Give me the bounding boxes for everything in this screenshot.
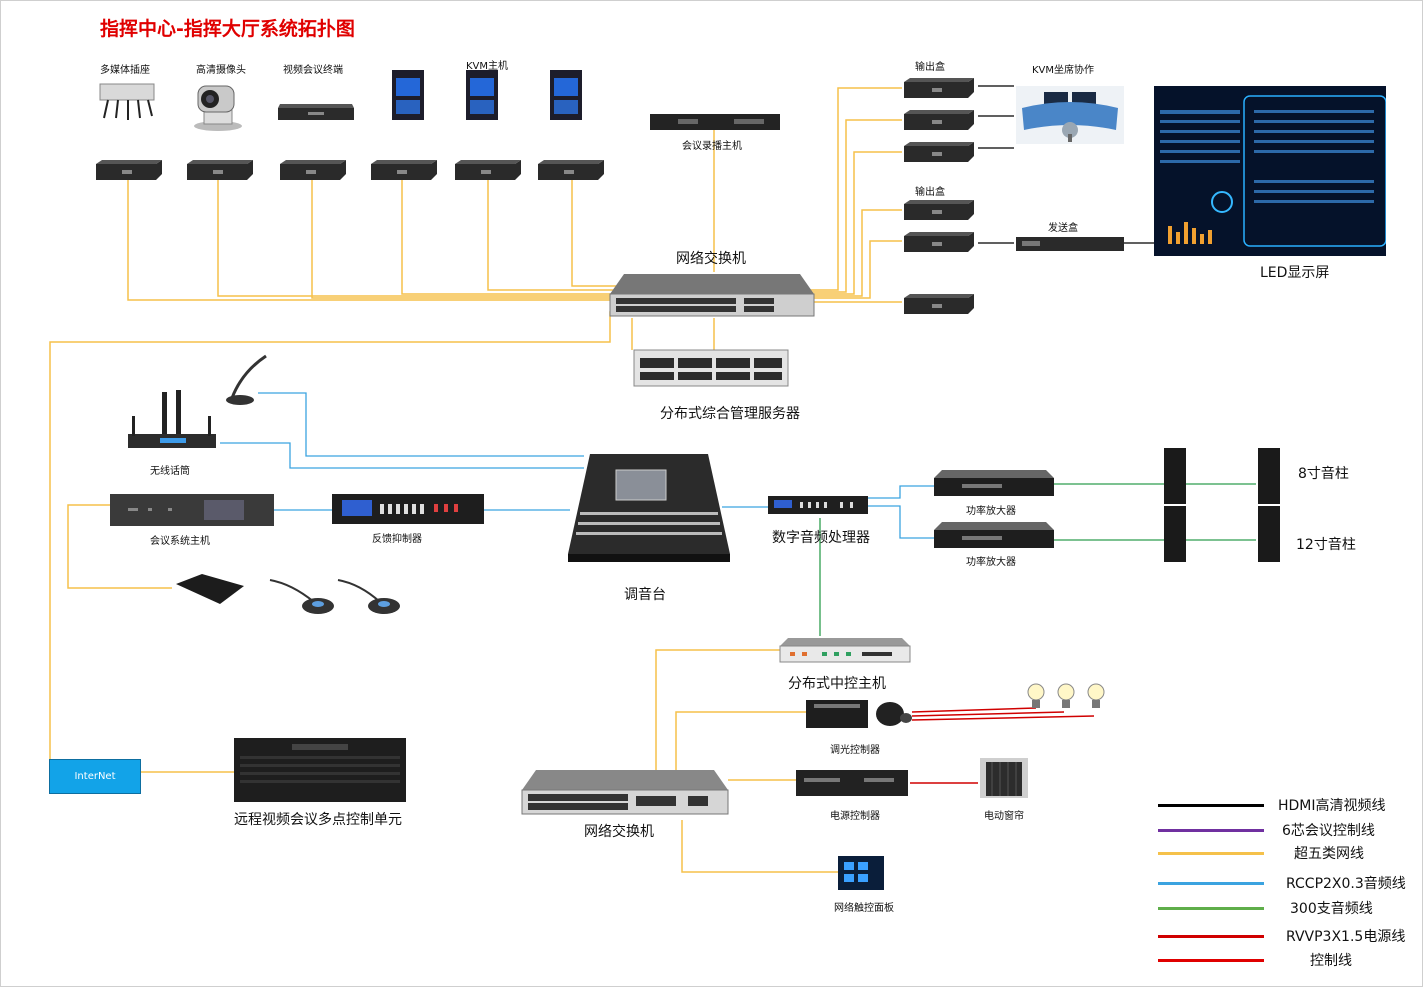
extender-box-6 [538,160,604,180]
electric-curtain-icon [980,758,1028,798]
output-box-2 [904,110,974,130]
wireless-mic-label: 无线话筒 [150,466,190,477]
column-12-label: 12寸音柱 [1296,537,1356,553]
sender-box-device [1016,237,1124,251]
kvm-host-label: KVM主机 [466,61,509,72]
speaker-cables [819,483,1256,636]
kvm-host-1-icon [392,70,424,120]
dimmer-device [806,700,912,728]
page-title: 指挥中心-指挥大厅系统拓扑图 [100,18,355,40]
power-cables [910,707,1095,784]
touch-panel-device [838,856,884,890]
mcu-device [234,738,406,802]
amp-label-1: 功率放大器 [966,506,1016,517]
net-switch-bottom-label: 网络交换机 [584,824,654,840]
extender-box-4 [371,160,437,180]
multimedia-socket-icon [99,83,155,120]
output-box-label-1: 输出盒 [915,62,945,73]
feedback-suppressor-device [332,494,484,524]
power-ctrl-label: 电源控制器 [830,811,880,822]
delegate-mics-icon [269,579,400,614]
recorder-label: 会议录播主机 [682,141,742,152]
light-bulbs-icon [1027,683,1105,708]
extender-box-3 [280,160,346,180]
extender-box-2 [187,160,253,180]
curtain-label: 电动窗帘 [984,811,1024,822]
led-screen-label: LED显示屏 [1260,265,1330,281]
extender-box-1 [96,160,162,180]
extender-box-5 [455,160,521,180]
video-terminal-label: 视频会议终端 [283,65,343,76]
multimedia-socket-label: 多媒体插座 [100,65,150,76]
legend-control6: 6芯会议控制线 [1158,820,1418,840]
legend-hdmi: HDMI高清视频线 [1158,795,1418,815]
audio-cables [220,392,935,539]
output-box-label-2: 输出盒 [915,187,945,198]
dsp-device [768,496,868,514]
amp-label-2: 功率放大器 [966,557,1016,568]
gooseneck-mic-icon [226,354,267,405]
cat5e-cables [49,87,902,873]
mixer-label: 调音台 [624,587,666,603]
mcu-label: 远程视频会议多点控制单元 [234,812,402,828]
conf-host-label: 会议系统主机 [150,536,210,547]
output-box-3 [904,142,974,162]
dsp-label: 数字音频处理器 [772,530,870,546]
sender-box-label: 发送盒 [1048,223,1078,234]
power-controller-device [796,770,908,796]
column-speaker-4 [1258,506,1280,562]
output-box-5 [904,232,974,252]
hd-camera-label: 高清摄像头 [196,65,246,76]
net-switch-top-label: 网络交换机 [676,251,746,267]
feedback-label: 反馈抑制器 [372,534,422,545]
server-label: 分布式综合管理服务器 [660,406,800,422]
legend-cat5e: 超五类网线 [1158,843,1418,863]
kvm-seat-icon [1016,86,1124,144]
output-box-6 [904,294,974,314]
column-speaker-3 [1164,506,1186,562]
hd-camera-icon [194,85,242,131]
wireless-mic-icon [128,390,216,448]
conference-unit-base-icon [176,574,244,604]
mixer-console-device [568,454,730,562]
touch-panel-label: 网络触控面板 [834,903,894,914]
legend-rccp: RCCP2X0.3音频线 [1158,873,1418,893]
network-switch-top-device [609,274,815,317]
column-speaker-2 [1258,448,1280,504]
internet-node: InterNet [49,759,141,794]
amplifier-1-device [934,470,1054,496]
legend-audio300: 300支音频线 [1158,898,1418,918]
central-control-device [779,638,911,663]
led-screen-display [1154,86,1386,256]
legend-control: 控制线 [1158,950,1418,970]
central-ctrl-label: 分布式中控主机 [788,676,886,692]
kvm-host-3-icon [550,70,582,120]
hdmi-cables [978,85,1154,244]
column-8-label: 8寸音柱 [1298,466,1349,482]
kvm-seat-label: KVM坐席协作 [1032,65,1095,76]
amplifier-2-device [934,522,1054,548]
output-box-4 [904,200,974,220]
server-device [633,349,789,387]
conference-host-device [110,494,274,526]
video-terminal-icon [278,104,354,120]
output-box-1 [904,78,974,98]
kvm-host-2-icon [466,70,498,120]
legend-power: RVVP3X1.5电源线 [1158,926,1418,946]
recorder-device [650,114,780,130]
network-switch-bottom-device [521,770,729,815]
dimmer-label: 调光控制器 [830,745,880,756]
column-speaker-1 [1164,448,1186,504]
